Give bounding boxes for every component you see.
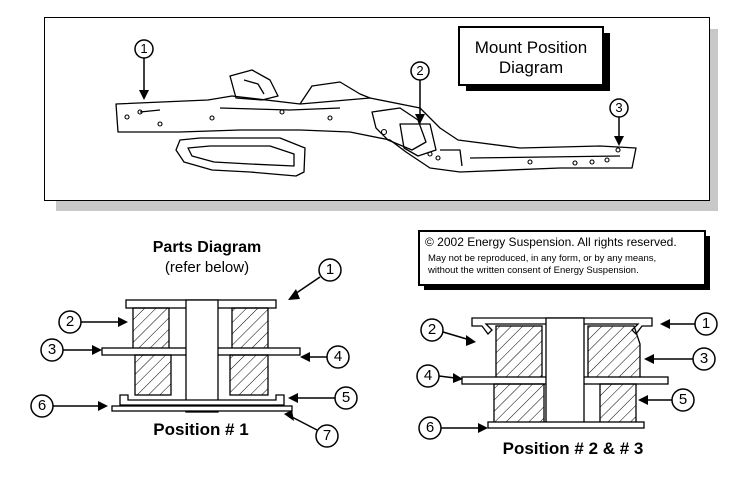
frame-lower-section [175,137,306,177]
p23-bottom-plate [487,421,645,429]
copyright-line2: May not be reproduced, in any form, or b… [428,253,657,264]
copyright-line3: without the written consent of Energy Su… [428,265,639,276]
p1-callout-3: 3 [47,341,57,358]
p1-bottom-plate [111,405,293,412]
top-callout-1: 1 [140,41,148,56]
position-1-caption: Position # 1 [153,420,249,439]
mount-title-box: Mount Position Diagram [458,26,604,86]
p1-lower-washer [119,394,285,406]
p1-bushing-upper-right [231,307,269,351]
p23-callout-2: 2 [427,321,437,338]
copyright-box: © 2002 Energy Suspension. All rights res… [418,230,706,286]
mount-title-line1: Mount Position [474,38,588,57]
p1-callout-1: 1 [325,261,335,278]
position-2-3-caption: Position # 2 & # 3 [502,439,644,458]
p23-callout-3: 3 [699,350,709,367]
p1-callout-4: 4 [333,348,343,365]
mount-title-line2: Diagram [498,58,564,77]
p1-sleeve [185,299,219,413]
p1-bushing-lower-left [134,354,172,396]
p23-bushing-upper-right [587,325,641,381]
p1-callout-2: 2 [65,313,75,330]
p1-callout-7: 7 [322,427,332,444]
p23-callout-6: 6 [425,419,435,436]
parts-diagram-title: Parts Diagram [152,239,262,256]
p1-callout-5: 5 [341,389,351,406]
top-callout-3: 3 [615,100,623,115]
frame-rail [115,95,637,173]
p1-callout-6: 6 [37,397,47,414]
p23-callout-1: 1 [701,315,711,332]
p23-bushing-lower-left [493,383,545,425]
parts-diagram-subtitle: (refer below) [164,259,250,276]
p23-sleeve [545,317,585,427]
frame-cab-bracket [229,69,279,101]
p23-callout-5: 5 [678,391,688,408]
p1-bushing-lower-right [229,354,269,396]
p23-bushing-upper-left [495,325,543,381]
p23-callout-4: 4 [423,367,433,384]
top-callout-2: 2 [416,63,424,78]
copyright-line1: © 2002 Energy Suspension. All rights res… [425,235,677,249]
p23-top-washer [471,317,653,335]
p23-bushing-lower-right [599,383,637,425]
